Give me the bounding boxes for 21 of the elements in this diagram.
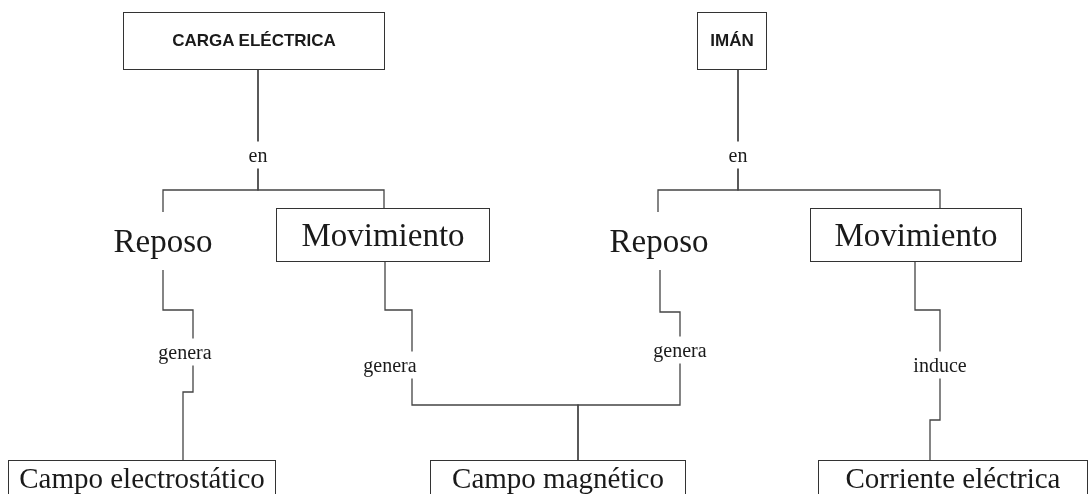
concept-text: Corriente eléctrica [845, 462, 1061, 493]
concept-box [818, 460, 1088, 494]
connector-line [162, 269, 194, 461]
connector-line [577, 269, 681, 461]
concept-text: Movimiento [834, 216, 998, 254]
connector-line [737, 69, 941, 209]
concept-text: Reposo [113, 222, 213, 260]
concept-box [8, 460, 276, 494]
concept-box [810, 208, 1022, 262]
concept-box [123, 12, 385, 70]
connector-line [914, 261, 941, 461]
concept-box [697, 12, 767, 70]
concept-text: Movimiento [301, 216, 465, 254]
concept-box [430, 460, 686, 494]
concept-text: Reposo [609, 222, 709, 260]
concept-text: Campo magnético [452, 462, 664, 493]
concept-box [276, 208, 490, 262]
concept-text: IMÁN [710, 31, 754, 51]
connector-line [257, 69, 385, 209]
concept-text: Campo electrostático [19, 462, 265, 493]
concept-text: CARGA ELÉCTRICA [172, 31, 336, 51]
